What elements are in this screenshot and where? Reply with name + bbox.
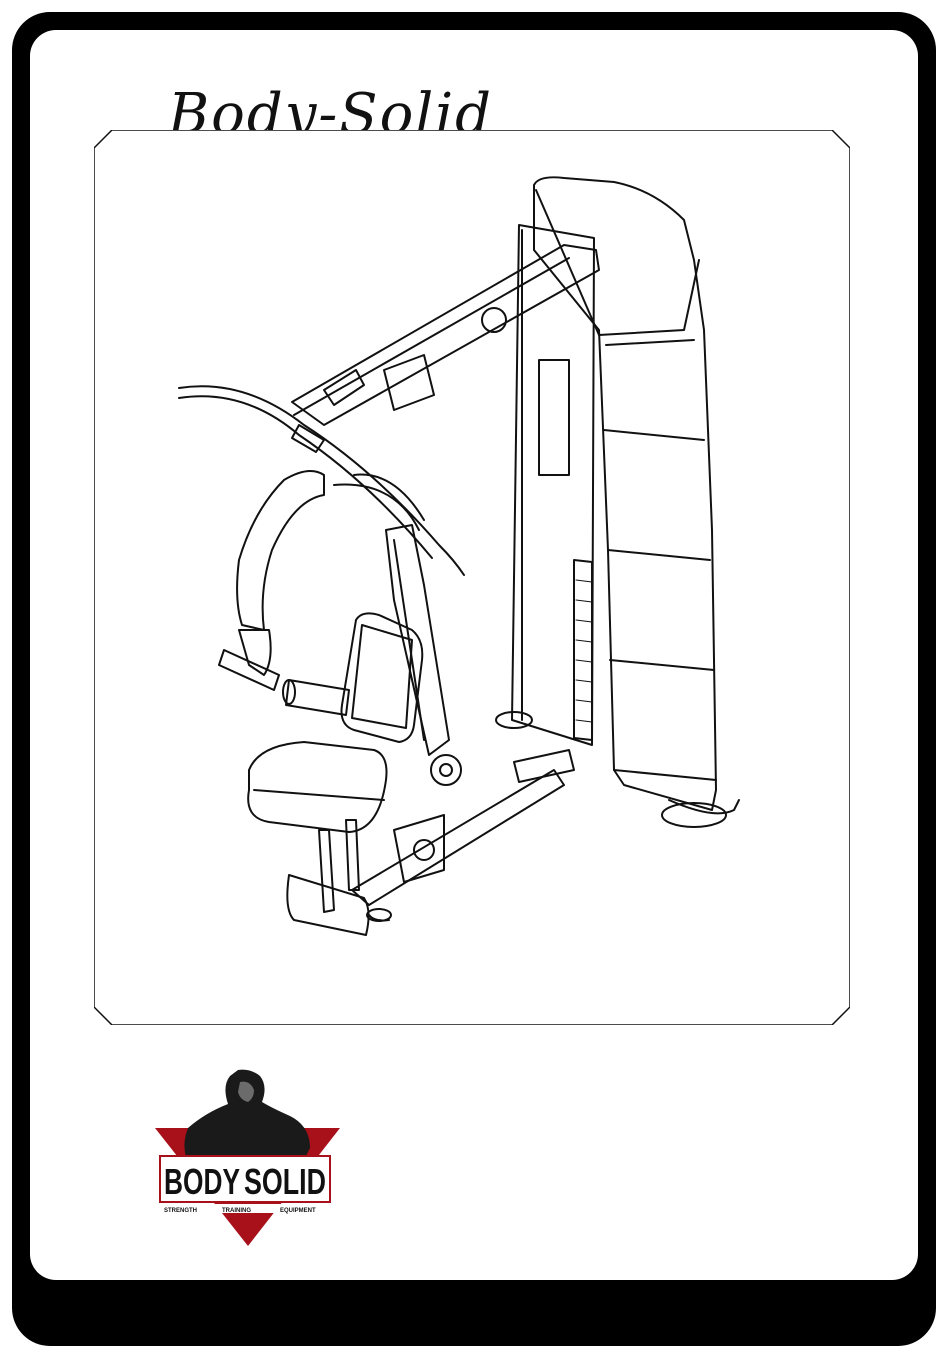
body-solid-logo: BODY SOLID STRENGTH TRAINING EQUIPMENT <box>150 1068 340 1248</box>
product-illustration-frame <box>94 130 850 1025</box>
logo-text-left: BODY <box>164 1161 240 1202</box>
logo-tagline-3: EQUIPMENT <box>280 1208 316 1214</box>
logo-tagline-1: STRENGTH <box>164 1208 197 1214</box>
body-solid-emblem-icon: BODY SOLID STRENGTH TRAINING EQUIPMENT <box>150 1068 340 1248</box>
logo-text-right: SOLID <box>244 1161 326 1202</box>
product-illustration <box>94 130 850 1025</box>
footer-band <box>12 1280 936 1346</box>
logo-tagline-2: TRAINING <box>222 1208 251 1214</box>
